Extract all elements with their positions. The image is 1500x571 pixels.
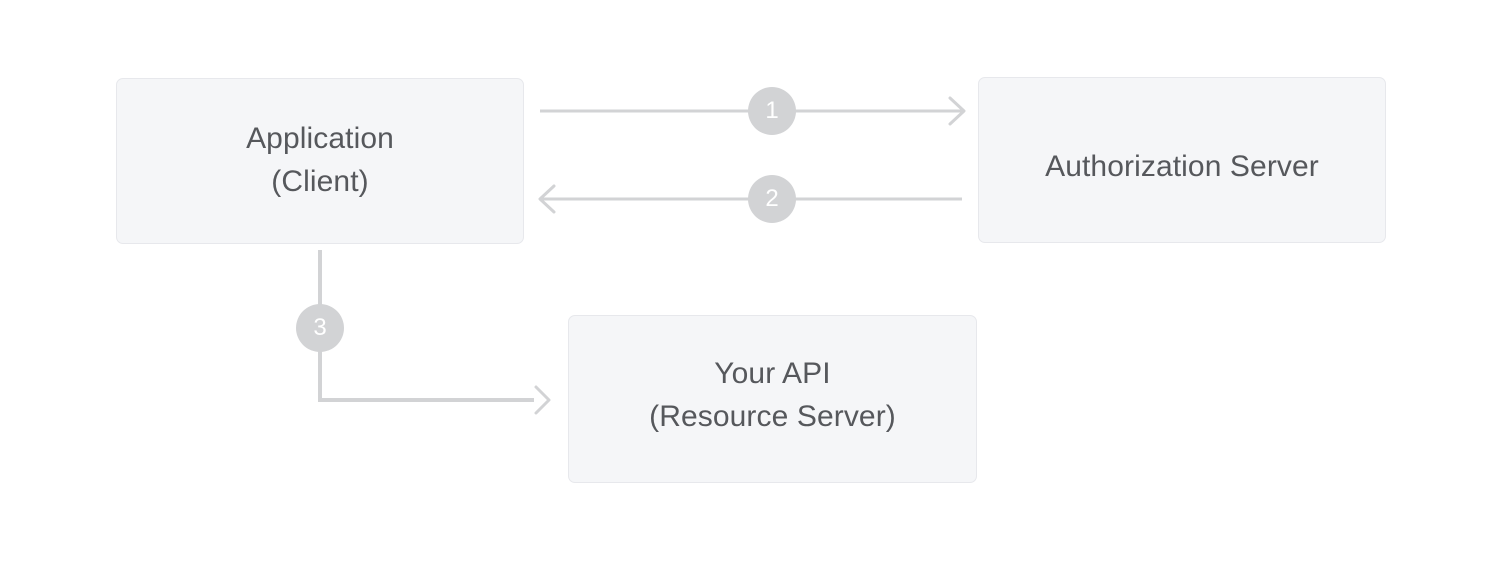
step-badge-3-label: 3 bbox=[313, 314, 327, 341]
connector-3-arrowhead-icon bbox=[534, 385, 551, 415]
node-application-label-line1: Application bbox=[246, 122, 394, 156]
node-application-label-line2: (Client) bbox=[271, 165, 369, 198]
node-your-api-label-line1: Your API bbox=[714, 357, 831, 391]
step-badge-2-label: 2 bbox=[765, 185, 779, 212]
connector-3-line bbox=[318, 250, 534, 402]
step-badge-1-label: 1 bbox=[765, 97, 779, 124]
node-application[interactable]: Application (Client) bbox=[116, 78, 524, 244]
connector-3-arrow bbox=[318, 250, 551, 415]
connector-1-arrowhead-icon bbox=[948, 96, 966, 126]
step-badge-1: 1 bbox=[748, 87, 796, 135]
node-your-api-label-line2: (Resource Server) bbox=[649, 400, 896, 433]
connector-2-arrowhead-icon bbox=[538, 184, 556, 214]
node-authorization-server[interactable]: Authorization Server bbox=[978, 77, 1386, 243]
node-authorization-server-label-line1: Authorization Server bbox=[1045, 149, 1319, 183]
step-badge-2: 2 bbox=[748, 175, 796, 223]
node-your-api[interactable]: Your API (Resource Server) bbox=[568, 315, 977, 483]
step-badge-3: 3 bbox=[296, 304, 344, 352]
